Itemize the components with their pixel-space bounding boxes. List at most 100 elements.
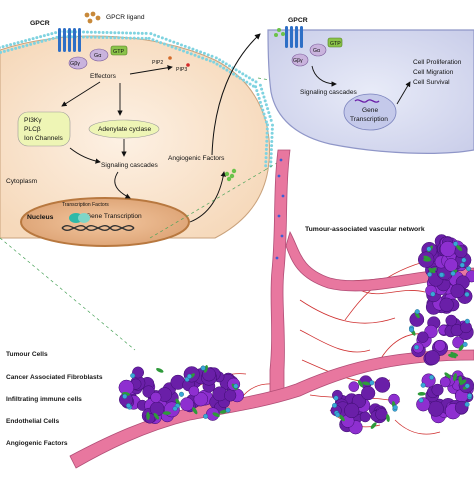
right-g-alpha-label: Gα [313,48,320,54]
membrane-bead [54,31,58,35]
membrane-bead [185,50,189,54]
tumour-cell [348,381,360,392]
plc-label: PLCβ [24,126,41,133]
membrane-bead [269,152,273,156]
membrane-bead [2,49,6,53]
legend-angiogenic-factors: Angiogenic Factors [6,440,68,447]
membrane-bead [232,72,236,76]
immune-cell [418,397,424,403]
membrane-bead [89,30,93,34]
immune-cell [186,373,192,379]
right-transcription-label: Transcription [350,116,388,123]
membrane-bead [268,114,272,118]
pi3k-label: PI3Kγ [24,117,42,124]
immune-cell [464,291,470,297]
membrane-bead [89,35,93,39]
gtp-label: GTP [113,49,124,55]
membrane-bead [218,64,222,68]
membrane-bead [189,52,193,56]
membrane-bead [17,45,21,49]
membrane-bead [121,31,125,35]
membrane-bead [264,152,268,156]
membrane-bead [124,36,128,40]
membrane-bead [269,164,273,168]
membrane-bead [266,123,270,127]
membrane-bead [254,80,258,84]
legend-immune-cells: Infiltrating immune cells [6,396,82,403]
membrane-bead [234,68,238,72]
membrane-bead [168,39,172,43]
ion-channels-label: Ion Channels [24,135,64,142]
membrane-bead [117,36,121,40]
membrane-bead [265,143,269,147]
fibroblast [459,379,467,386]
right-gtp-label: GTP [330,41,341,47]
membrane-bead [46,33,50,37]
membrane-bead [51,36,55,40]
membrane-bead [0,46,1,49]
pip2-label: PIP2 [152,60,163,66]
membrane-bead [212,60,216,64]
tumour-cell [427,400,444,417]
membrane-bead [174,46,178,50]
membrane-bead [182,49,186,53]
vessel-endothelium-icon [275,158,285,260]
fibroblast [429,267,437,273]
membrane-bead [113,36,117,40]
membrane-bead [109,31,113,35]
fibroblast [212,412,220,417]
membrane-bead [260,87,264,91]
cell-membrane [0,30,274,168]
membrane-bead [237,70,241,74]
membrane-bead [44,38,48,42]
membrane-bead [16,41,20,45]
membrane-bead [105,36,109,40]
tumour-mass [330,375,400,435]
membrane-bead [254,85,258,89]
arrow-to-cascades-a [69,147,101,164]
tumour-cell [361,386,376,401]
signaling-cascades-label: Signaling cascades [101,162,159,169]
membrane-bead [214,56,218,60]
immune-cell [172,406,178,412]
membrane-bead [262,112,266,116]
membrane-bead [270,131,274,135]
tumour-mass [416,370,474,424]
nucleus-label: Nucleus [27,214,54,221]
membrane-bead [210,54,214,58]
membrane-bead [206,53,210,57]
tumour-cell [424,350,440,366]
fibroblast [339,414,345,422]
membrane-bead [265,139,269,143]
legend-tumour-cells: Tumour Cells [6,351,48,358]
membrane-bead [258,100,262,104]
tumour-masses [118,234,474,435]
membrane-bead [261,91,265,95]
membrane-bead [178,48,182,52]
membrane-bead [264,120,268,124]
vascular-network: Tumour-associated vascular network [69,149,474,469]
membrane-bead [162,42,166,46]
membrane-bead [270,144,274,148]
membrane-bead [20,40,24,44]
fibroblast [156,368,164,373]
pip3-dot-icon [186,63,190,67]
right-ligand-icon [274,28,285,37]
membrane-bead [136,31,140,35]
membrane-bead [166,43,170,47]
membrane-bead [128,31,132,35]
outcome-migration: Cell Migration [413,69,454,76]
right-arrow-to-cascades [311,65,337,87]
membrane-bead [132,36,136,40]
membrane-bead [157,34,161,38]
immune-cell [392,404,398,410]
fibroblast [370,422,377,429]
membrane-bead [132,31,136,35]
membrane-bead [260,104,264,108]
membrane-bead [109,36,113,40]
right-g-beta-gamma-label: Gβγ [293,58,303,64]
membrane-bead [29,42,33,46]
outcome-proliferation: Cell Proliferation [413,59,462,66]
membrane-bead [202,51,206,55]
membrane-bead [144,31,148,35]
